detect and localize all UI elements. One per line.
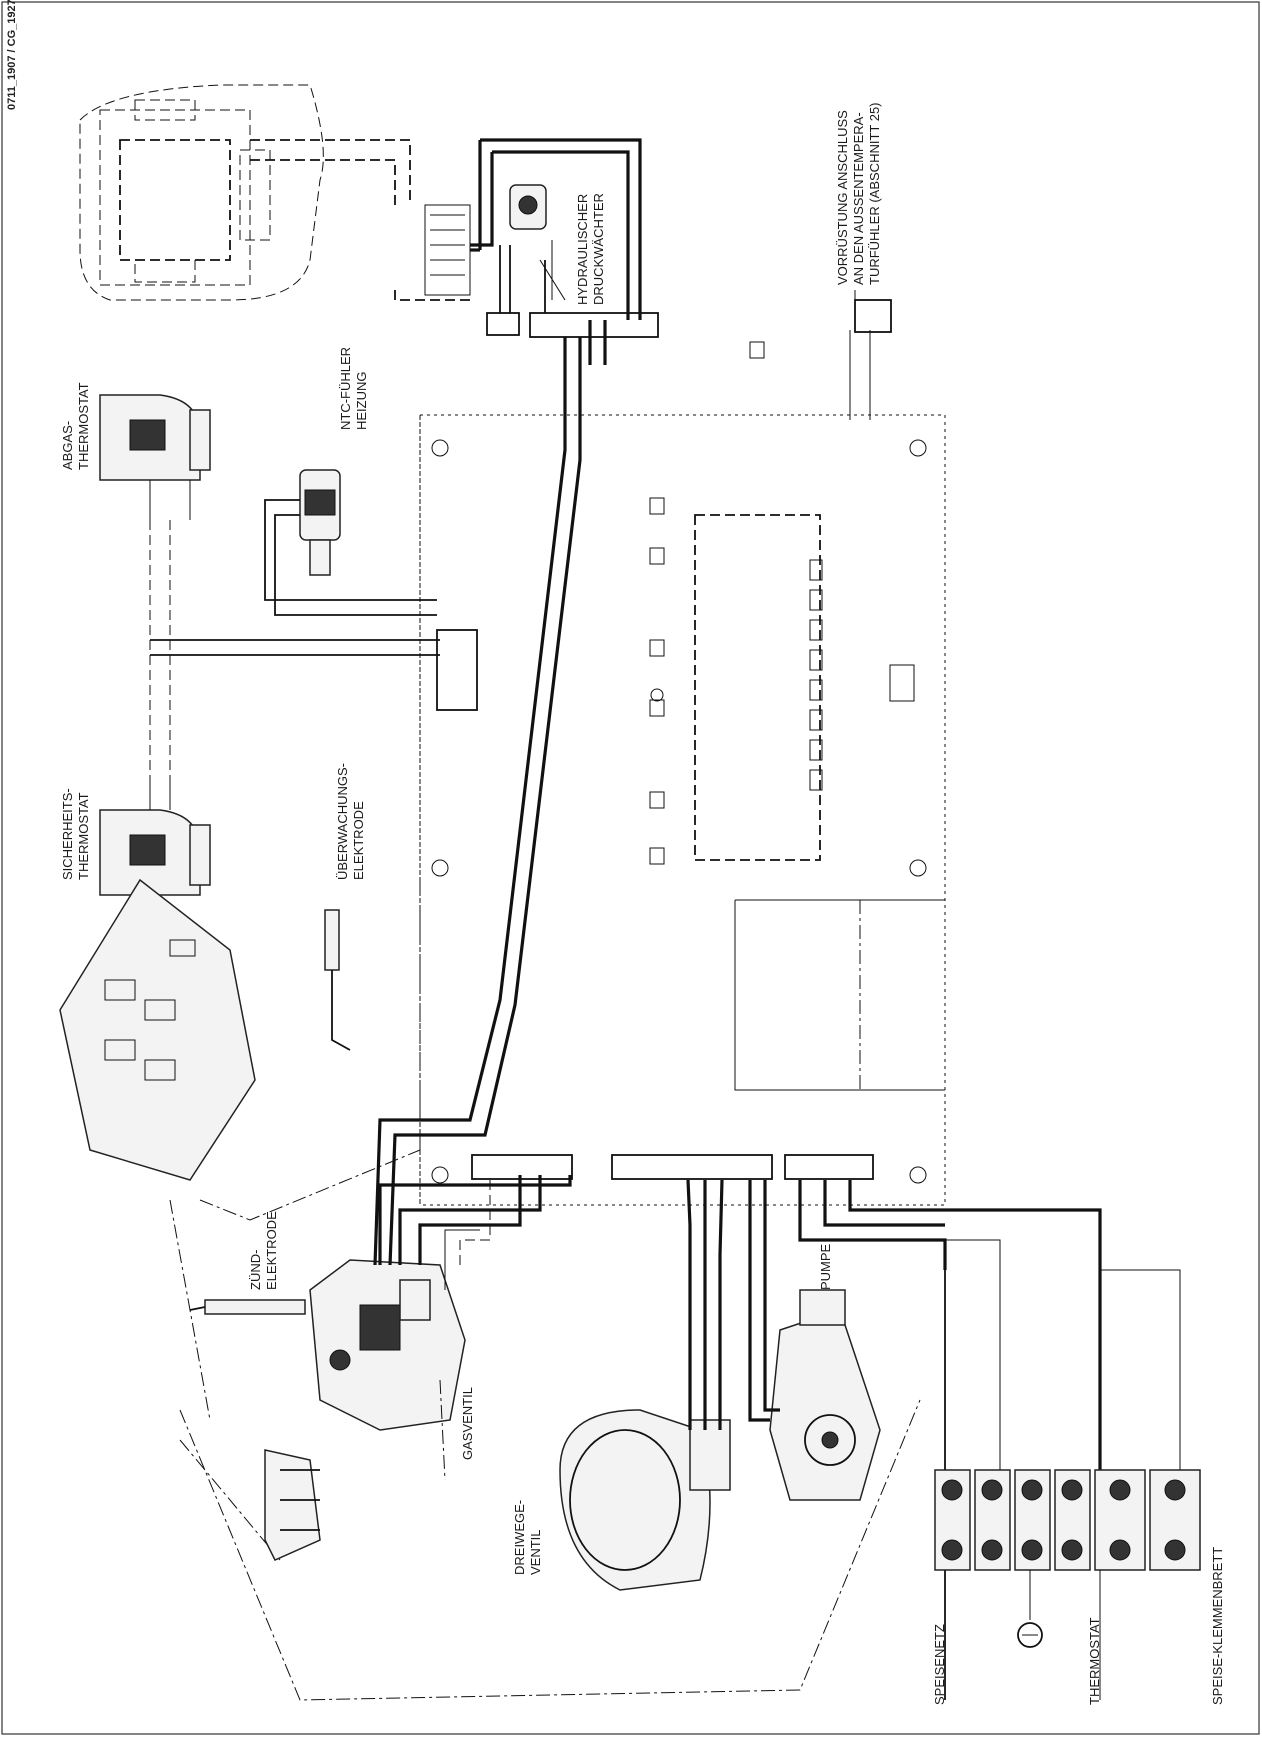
main-harness [373, 245, 582, 1266]
hydraulischer-druckwaechter-label: HYDRAULISCHER DRUCKWÄCHTER [575, 193, 607, 305]
dreiwege-ventil-label: DREIWEGE- VENTIL [512, 1500, 544, 1575]
abgas-thermostat-line-1: ABGAS- [60, 420, 75, 470]
mains-wiring [798, 1180, 1181, 1700]
hydraulic-boundary [169, 1149, 921, 1701]
gas-valve-cables [378, 1175, 572, 1265]
burner-plate [59, 878, 256, 1181]
vorruestung-line-3: TURFÜHLER (ABSCHNITT 25) [867, 102, 882, 285]
pumpe-label: PUMPE [818, 1243, 833, 1290]
druckwaechter-line-2: DRUCKWÄCHTER [591, 193, 606, 305]
gas-valve-component [309, 1229, 480, 1481]
ntc-fuehler-label: NTC-FÜHLER HEIZUNG [338, 347, 370, 430]
abgas-thermostat-component [99, 394, 211, 520]
ntc-sensor-component [264, 469, 437, 616]
vorruestung-line-1: VORRÜSTUNG ANSCHLUSS [835, 110, 850, 285]
ntc-fuehler-line-1: NTC-FÜHLER [338, 346, 353, 430]
ueberwachungs-elektrode-label: ÜBERWACHUNGS- ELEKTRODE [335, 763, 367, 880]
zuend-elektrode-label: ZÜND- ELEKTRODE [248, 1211, 280, 1290]
vorruestung-line-2: AN DEN AUSSENTEMPERA- [851, 112, 866, 285]
speise-klemmenbrett-label: SPEISE-KLEMMENBRETT [1210, 1546, 1225, 1705]
ueberwachungs-line-2: ELEKTRODE [351, 801, 366, 880]
thermostat-label: THERMOSTAT [1087, 1617, 1102, 1705]
sicherheits-thermostat-label: SICHERHEITS- THERMOSTAT [60, 788, 92, 880]
ntc-fuehler-line-2: HEIZUNG [354, 371, 369, 431]
hydraulic-pressure-switch [470, 138, 642, 365]
gasventil-label: GASVENTIL [460, 1387, 475, 1460]
document-code: 0711_1907 / CG_1927 [6, 0, 18, 110]
zuend-line-1: ZÜND- [248, 1249, 263, 1290]
thermostat-wiring [149, 520, 440, 810]
speisenetz-label: SPEISENETZ [932, 1624, 947, 1705]
druckwaechter-line-1: HYDRAULISCHER [575, 193, 590, 305]
zuend-elektrode-component [189, 1299, 306, 1315]
sicherheits-thermostat-line-2: THERMOSTAT [76, 792, 91, 880]
pump-component [748, 1180, 881, 1501]
dreiwege-line-1: DREIWEGE- [512, 1499, 527, 1575]
electrical-connector-component [264, 1449, 321, 1561]
outdoor-sensor-connection [849, 290, 871, 420]
sicherheits-thermostat-line-1: SICHERHEITS- [60, 788, 75, 880]
terminal-block-component [934, 1469, 1201, 1700]
display-panel [79, 84, 471, 301]
sicherheits-thermostat-component [99, 809, 211, 896]
three-way-valve-component [559, 1179, 731, 1591]
zuend-line-2: ELEKTRODE [264, 1211, 279, 1290]
dreiwege-line-2: VENTIL [528, 1529, 543, 1575]
abgas-thermostat-line-2: THERMOSTAT [76, 382, 91, 470]
ueberwachungs-line-1: ÜBERWACHUNGS- [335, 762, 350, 880]
vorruestung-label: VORRÜSTUNG ANSCHLUSS AN DEN AUSSENTEMPER… [835, 102, 883, 285]
ueberwachungs-elektrode-component [324, 880, 421, 1150]
abgas-thermostat-label: ABGAS- THERMOSTAT [60, 382, 92, 470]
